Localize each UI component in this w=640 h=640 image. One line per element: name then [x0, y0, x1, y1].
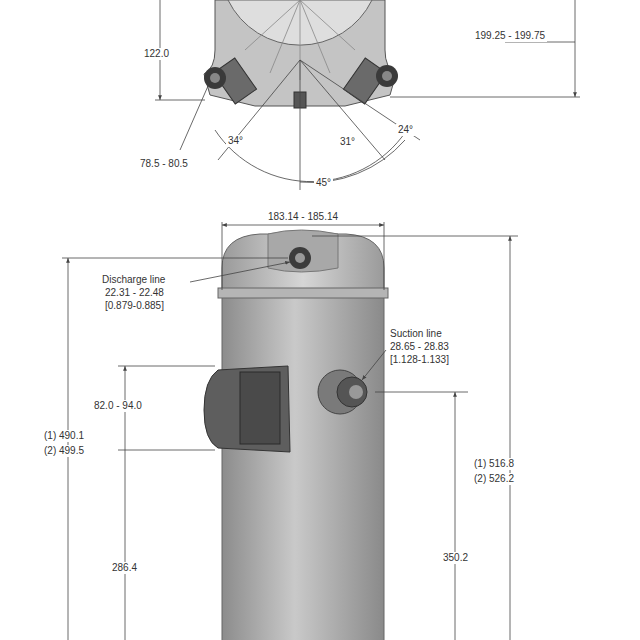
top-view — [155, 0, 580, 190]
side-view — [62, 222, 518, 640]
dimension-label: 22.31 - 22.48 — [103, 287, 166, 299]
dimension-label: 122.0 — [142, 48, 171, 60]
angle-label: 24° — [396, 124, 415, 136]
dimension-label: (1) 516.8 — [472, 458, 516, 470]
callout-label: Discharge line — [100, 274, 167, 286]
dimension-label: 82.0 - 94.0 — [92, 400, 144, 412]
angle-label: 45° — [314, 177, 333, 189]
dimension-label: (2) 499.5 — [42, 445, 86, 457]
angle-label: 31° — [338, 136, 357, 148]
dimension-label: 286.4 — [110, 562, 139, 574]
angle-label: 34° — [226, 135, 245, 147]
dimension-label: 183.14 - 185.14 — [266, 211, 340, 223]
dimension-label: 199.25 - 199.75 — [473, 30, 547, 42]
dimension-label: (1) 490.1 — [42, 430, 86, 442]
dimension-label: [1.128-1.133] — [388, 354, 451, 366]
dimension-label: 28.65 - 28.83 — [388, 341, 451, 353]
dimension-label: (2) 526.2 — [472, 473, 516, 485]
dimension-label: 78.5 - 80.5 — [138, 158, 190, 170]
callout-label: Suction line — [388, 328, 444, 340]
dimension-label: 350.2 — [441, 552, 470, 564]
dimension-label: [0.879-0.885] — [103, 300, 166, 312]
